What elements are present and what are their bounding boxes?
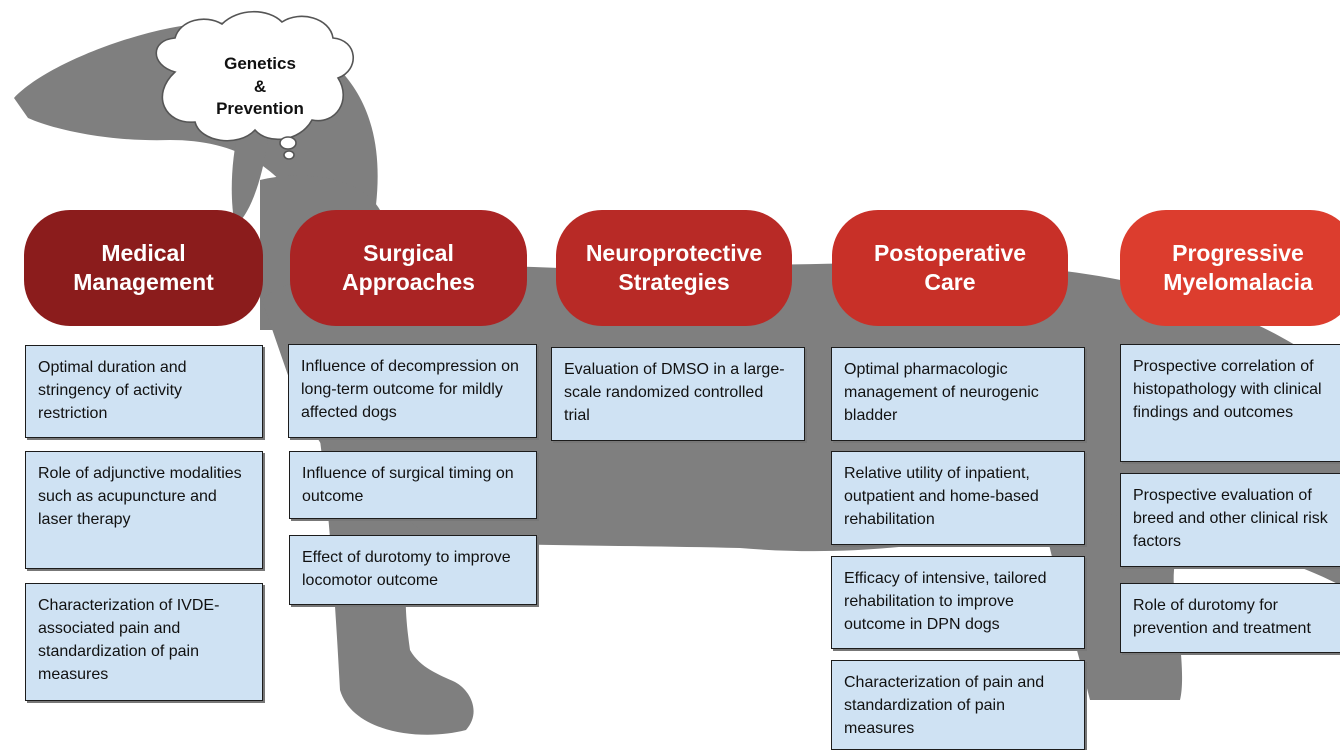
header-surgical-line-1: Surgical — [363, 240, 454, 266]
header-myelo-line-2: Myelomalacia — [1163, 269, 1313, 295]
medical-item-3: Characterization of IVDE-associated pain… — [25, 583, 263, 701]
postop-item-3: Efficacy of intensive, tailored rehabili… — [831, 556, 1085, 649]
postop-item-1: Optimal pharmacologic management of neur… — [831, 347, 1085, 441]
myelo-item-3: Role of durotomy for prevention and trea… — [1120, 583, 1340, 653]
neuro-item-1: Evaluation of DMSO in a large-scale rand… — [551, 347, 805, 441]
header-surgical-line-2: Approaches — [342, 269, 475, 295]
header-neuro-line-2: Strategies — [618, 269, 730, 295]
header-medical-line-2: Management — [73, 269, 214, 295]
medical-item-2: Role of adjunctive modalities such as ac… — [25, 451, 263, 569]
medical-item-1: Optimal duration and stringency of activ… — [25, 345, 263, 438]
cloud-line-3: Prevention — [216, 99, 304, 118]
header-medical-management: Medical Management — [24, 210, 263, 326]
surgical-item-1: Influence of decompression on long-term … — [288, 344, 537, 438]
myelo-item-2: Prospective evaluation of breed and othe… — [1120, 473, 1340, 567]
cloud-line-1: Genetics — [224, 54, 296, 73]
thought-cloud — [155, 11, 354, 160]
header-medical-line-1: Medical — [101, 240, 186, 266]
surgical-item-3: Effect of durotomy to improve locomotor … — [289, 535, 537, 605]
surgical-item-2: Influence of surgical timing on outcome — [289, 451, 537, 519]
cloud-line-2: & — [253, 76, 267, 96]
thought-cloud-text: Genetics & Prevention — [190, 53, 330, 121]
header-postoperative-care: Postoperative Care — [832, 210, 1068, 326]
postop-item-2: Relative utility of inpatient, outpatien… — [831, 451, 1085, 545]
header-postop-line-2: Care — [924, 269, 976, 295]
header-postop-line-1: Postoperative — [873, 240, 1027, 266]
header-progressive-myelomalacia: Progressive Myelomalacia — [1120, 210, 1340, 326]
postop-item-4: Characterization of pain and standardiza… — [831, 660, 1085, 750]
header-surgical-approaches: Surgical Approaches — [290, 210, 527, 326]
header-neuro-line-1: Neuroprotective — [585, 240, 763, 266]
header-neuroprotective-strategies: Neuroprotective Strategies — [556, 210, 792, 326]
myelo-item-1: Prospective correlation of histopatholog… — [1120, 344, 1340, 462]
header-myelo-line-1: Progressive — [1172, 240, 1304, 266]
